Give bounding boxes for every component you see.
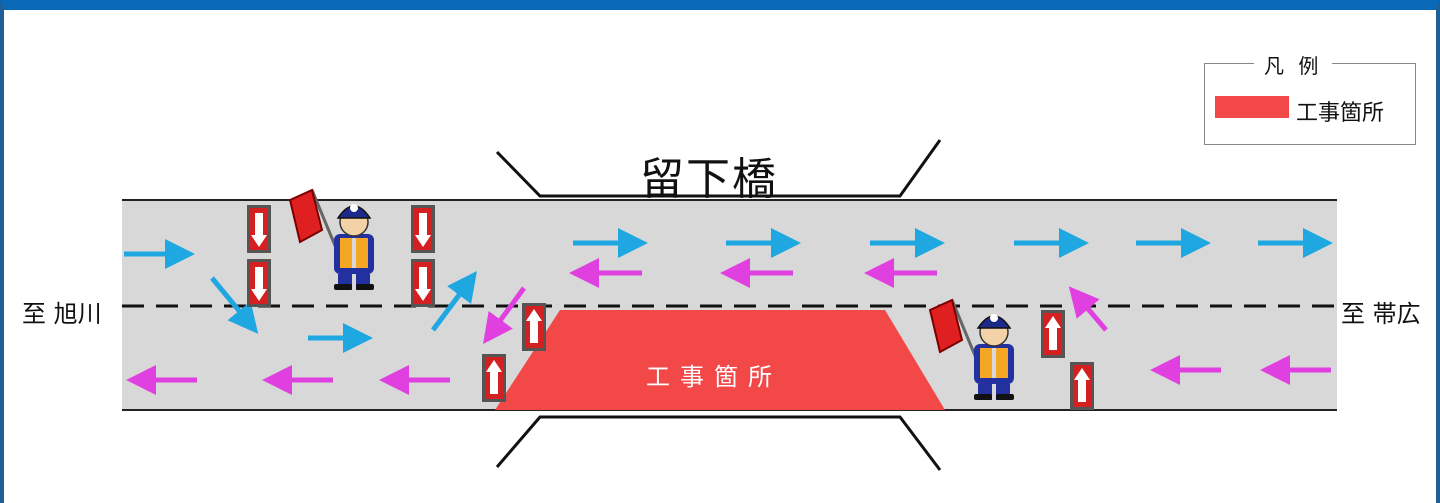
bridge-outline-bottom [495,415,942,471]
traffic-arrow [430,270,477,332]
one-way-arrow-sign-icon [247,205,271,253]
one-way-arrow-sign-icon [482,354,506,402]
one-way-arrow-sign-icon [1041,310,1065,358]
construction-zone [495,310,945,410]
traffic-arrow [210,276,259,334]
legend-swatch [1215,96,1289,118]
one-way-arrow-sign-icon [247,259,271,307]
flagger-icon [288,188,374,290]
direction-right-label: 至 帯広 [1341,300,1421,328]
legend-item-label: 工事箇所 [1296,101,1385,126]
westbound-arrows [126,258,1331,395]
one-way-arrow-sign-icon [411,205,435,253]
legend-title: 凡 例 [1254,50,1333,79]
one-way-arrow-sign-icon [522,303,546,351]
one-way-arrow-sign-icon [1070,362,1094,410]
one-way-arrow-sign-icon [411,259,435,307]
traffic-arrow [1068,286,1108,332]
direction-left-label: 至 旭川 [22,300,102,328]
construction-zone-label: 工事箇所 [646,363,782,391]
bridge-outline-top [495,139,942,198]
bridge-name: 留下橋 [640,154,778,205]
traffic-arrow [483,286,527,345]
flagger-icon [928,298,1014,400]
eastbound-arrows [124,228,1333,353]
